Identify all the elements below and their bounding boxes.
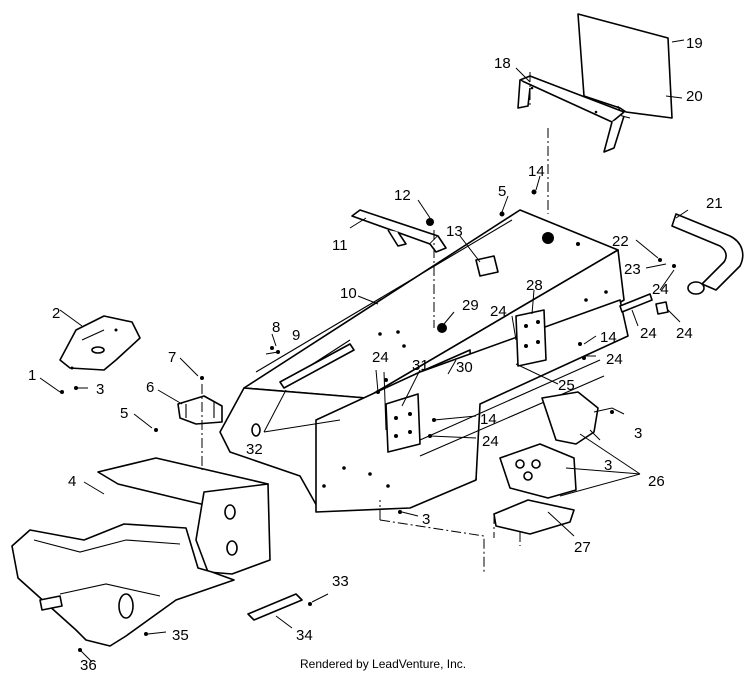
footer-credit: Rendered by LeadVenture, Inc. (300, 657, 466, 671)
callout-4: 4 (68, 473, 76, 490)
callout-24: 24 (490, 303, 507, 320)
callout-19: 22 (612, 233, 629, 250)
part-hitch-frame (11, 457, 271, 647)
callout-36: 36 (80, 657, 97, 674)
part-angle-bracket (247, 593, 303, 621)
fastener-group (60, 189, 676, 652)
callout-17: 20 (686, 88, 703, 105)
part-mount-plate (385, 393, 421, 453)
part-mount-plate (515, 309, 547, 367)
callout-3: 3 (634, 425, 642, 442)
part-flap-bracket (517, 75, 625, 153)
callout-15: 18 (494, 55, 511, 72)
part-bumper-tube (671, 213, 744, 295)
part-mount-bracket (493, 391, 599, 535)
callout-20: 23 (624, 261, 641, 278)
callout-1: 1 (28, 367, 36, 384)
callout-22: 24 (676, 325, 693, 342)
leader-lines (39, 39, 689, 663)
part-support-bracket (351, 209, 447, 253)
callout-35: 35 (172, 627, 189, 644)
callout-11: 11 (332, 237, 348, 254)
callout-6: 6 (146, 379, 154, 396)
callout-3: 3 (422, 511, 430, 528)
part-tab (475, 255, 499, 277)
callout-24: 24 (372, 349, 389, 366)
part-pivot-bracket (59, 315, 141, 371)
callout-14: 14 (600, 329, 617, 346)
callout-14: 14 (528, 163, 545, 180)
callout-34: 34 (296, 627, 313, 644)
callout-29: 29 (462, 297, 479, 314)
callout-7: 7 (168, 349, 176, 366)
callout-3: 3 (96, 381, 104, 398)
callout-5: 5 (120, 405, 128, 422)
callout-26: 26 (648, 473, 665, 490)
callout-12: 12 (394, 187, 411, 204)
callout-18: 21 (706, 195, 723, 212)
callout-13: 13 (446, 223, 463, 240)
callout-9: 9 (292, 327, 300, 344)
callout-14: 14 (480, 411, 497, 428)
callout-21: 24 (652, 281, 669, 298)
centerlines (201, 230, 521, 574)
callout-10: 10 (340, 285, 357, 302)
callout-labels: 19 20 18 21 22 23 24 24 24 12 5 14 13 11… (28, 35, 723, 674)
callout-2: 2 (52, 305, 60, 322)
callout-33: 33 (332, 573, 349, 590)
callout-24: 24 (606, 351, 623, 368)
part-plug (655, 301, 669, 315)
callout-30: 30 (456, 359, 473, 376)
callout-24: 24 (482, 433, 499, 450)
callout-27: 27 (574, 539, 591, 556)
callout-3: 3 (604, 457, 612, 474)
callout-5: 5 (498, 183, 506, 200)
callout-32: 32 (246, 441, 263, 458)
callout-28: 28 (526, 277, 543, 294)
callout-25: 25 (558, 377, 575, 394)
callout-31: 31 (412, 357, 429, 374)
part-small-bracket (177, 395, 223, 425)
part-clip (619, 293, 653, 313)
callout-23: 24 (640, 325, 657, 342)
callout-8: 8 (272, 319, 280, 336)
callout-16: 19 (686, 35, 703, 52)
